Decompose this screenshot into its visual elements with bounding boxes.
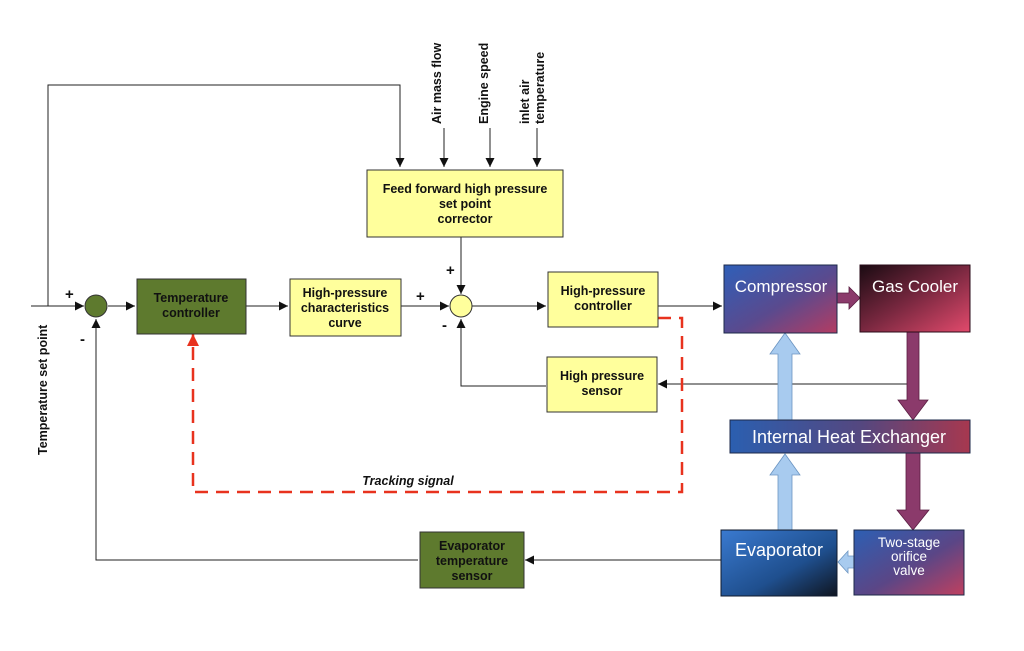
feed-forward-line-2: set point (439, 197, 492, 211)
comp-to-gascooler-arrow (836, 286, 861, 310)
sum2-plus-left-sign: + (416, 288, 425, 305)
evaporator-label: Evaporator (735, 540, 823, 560)
compressor-block: Compressor (723, 264, 838, 334)
hps-line-2: sensor (582, 384, 623, 398)
ihx-to-compressor-arrow (769, 332, 801, 421)
gas-cooler-block: Gas Cooler (859, 264, 971, 333)
valve-to-evap-arrow (837, 549, 855, 575)
gascooler-to-ihx-arrow (897, 331, 929, 421)
hp-characteristics-block: High-pressure characteristics curve (289, 278, 402, 337)
sum-junction-2 (449, 294, 473, 318)
inlet-air-temp-label-2: temperature (533, 52, 547, 124)
setpoint-label: Temperature set point (36, 324, 50, 455)
tracking-signal-path (187, 316, 684, 494)
valve-block: Two-stage orifice valve (853, 529, 965, 596)
setpoint-to-feedforward-wire (47, 84, 405, 306)
valve-line-1: Two-stage (878, 535, 940, 550)
hpc-line-1: High-pressure (561, 284, 646, 298)
hp-controller-block: High-pressure controller (547, 271, 659, 328)
hpcc-line-2: characteristics (301, 301, 389, 315)
hps-line-1: High pressure (560, 369, 644, 383)
feed-forward-line-1: Feed forward high pressure (383, 182, 548, 196)
evs-line-2: temperature (436, 554, 508, 568)
evap-sensor-to-sum1-wire (91, 319, 418, 561)
evs-line-3: sensor (452, 569, 493, 583)
sum2-plus-top-sign: + (446, 262, 455, 279)
inlet-air-temp-label-1: inlet air (518, 79, 532, 124)
hpcc-line-1: High-pressure (303, 286, 388, 300)
hpc-line-2: controller (574, 299, 632, 313)
ihx-label: Internal Heat Exchanger (752, 427, 946, 447)
valve-line-2: orifice (891, 549, 927, 564)
compressor-label: Compressor (735, 277, 828, 296)
valve-line-3: valve (893, 563, 925, 578)
temperature-controller-block: Temperature controller (136, 278, 247, 335)
evap-to-ihx-arrow (769, 453, 801, 531)
air-mass-flow-label: Air mass flow (430, 42, 444, 124)
sum1-plus-sign: + (65, 286, 74, 303)
evs-line-1: Evaporator (439, 539, 505, 553)
ihx-block: Internal Heat Exchanger (729, 419, 971, 454)
evaporator-sensor-block: Evaporator temperature sensor (419, 531, 525, 589)
tc-line-2: controller (162, 306, 220, 320)
feed-forward-line-3: corrector (438, 212, 493, 226)
tracking-signal-label: Tracking signal (362, 474, 454, 488)
feed-forward-block: Feed forward high pressure set point cor… (366, 169, 564, 238)
sum2-minus-sign: - (442, 317, 447, 334)
hps-to-sum2-wire (456, 319, 546, 387)
tc-line-1: Temperature (154, 291, 229, 305)
sum-junction-1 (84, 294, 108, 318)
sum1-minus-sign: - (80, 331, 85, 348)
hp-sensor-block: High pressure sensor (546, 356, 658, 413)
gas-cooler-label: Gas Cooler (872, 277, 958, 296)
evaporator-block: Evaporator (720, 529, 838, 597)
engine-speed-label: Engine speed (477, 43, 491, 124)
ihx-to-valve-arrow (896, 452, 930, 531)
hpcc-line-3: curve (328, 316, 361, 330)
